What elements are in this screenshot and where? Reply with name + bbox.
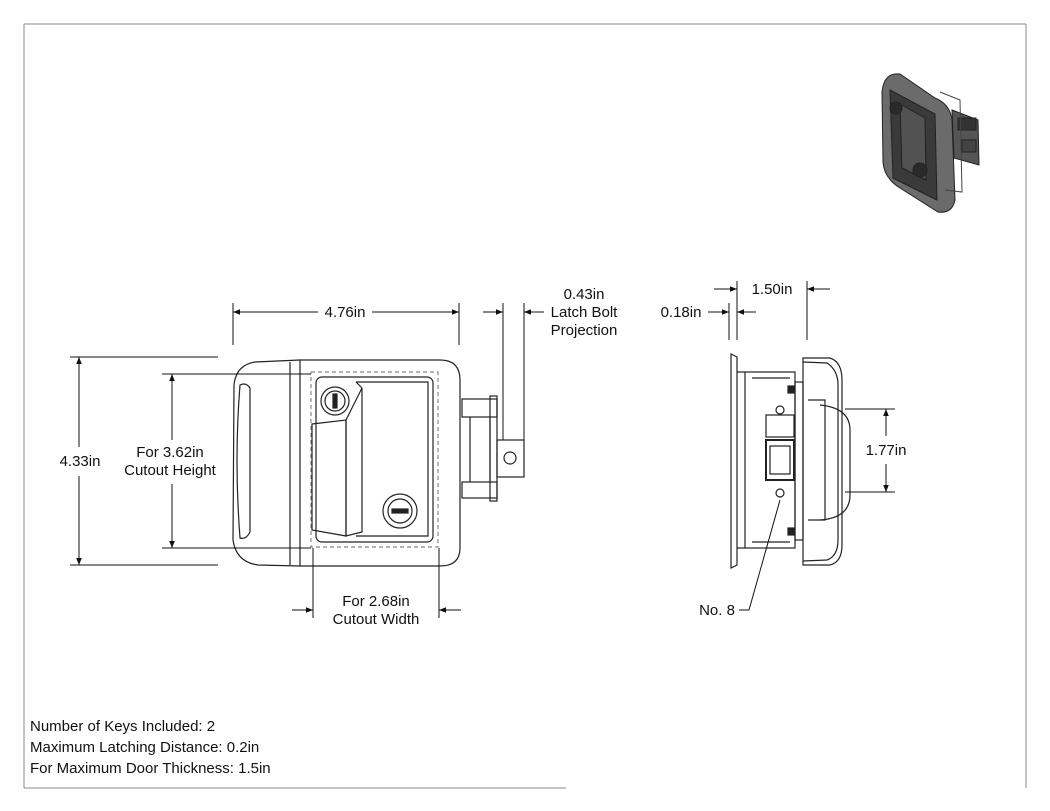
- label-cutout-height-1: For 3.62in: [136, 444, 204, 461]
- note-door-thickness: For Maximum Door Thickness: 1.5in: [30, 760, 271, 777]
- label-cutout-height-2: Cutout Height: [124, 462, 217, 479]
- label-bolt-line1: 0.43in: [564, 286, 605, 303]
- label-cutout-width-2: Cutout Width: [333, 611, 420, 628]
- label-overall-width: 4.76in: [325, 304, 366, 321]
- label-bolt-line3: Projection: [551, 322, 618, 339]
- label-side-depth: 1.50in: [752, 281, 793, 298]
- label-bolt-line2: Latch Bolt: [551, 304, 619, 321]
- label-cutout-width-1: For 2.68in: [342, 593, 410, 610]
- isometric-thumbnail: [881, 73, 980, 213]
- spec-notes: Number of Keys Included: 2 Maximum Latch…: [30, 716, 271, 779]
- label-screw-callout: No. 8: [699, 602, 735, 619]
- drawing-frame: [23, 23, 1027, 789]
- label-overall-height: 4.33in: [60, 453, 101, 470]
- note-keys: Number of Keys Included: 2: [30, 718, 216, 735]
- dimension-labels: 4.76in 0.43in Latch Bolt Projection 4.33…: [60, 281, 907, 628]
- label-screw-spacing: 1.77in: [866, 442, 907, 459]
- front-view: [232, 359, 525, 567]
- side-dimension-lines: [708, 281, 895, 611]
- side-view: [730, 353, 851, 569]
- front-dimension-lines: [70, 303, 544, 618]
- note-latching-distance: Maximum Latching Distance: 0.2in: [30, 739, 260, 756]
- label-flange-thickness: 0.18in: [661, 304, 702, 321]
